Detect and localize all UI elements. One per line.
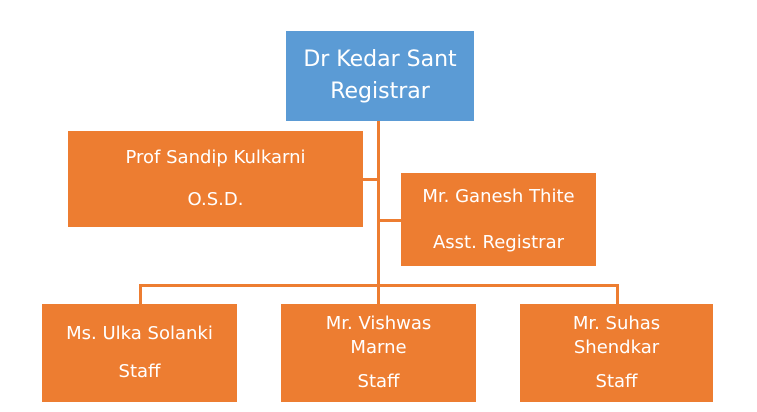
staff-name: Ms. Ulka Solanki [66,323,213,344]
registrar-node: Dr Kedar Sant Registrar [286,31,474,121]
staff-node-3: Mr. Suhas Shendkar Staff [520,304,713,402]
connector-trunk [377,121,380,304]
staff-node-1: Ms. Ulka Solanki Staff [42,304,237,402]
staff-name-line2: Shendkar [573,337,660,358]
staff-name-line1: Mr. Vishwas [325,313,432,334]
osd-title: O.S.D. [187,189,244,210]
connector-asst [379,219,401,222]
connector-staff-1 [139,284,142,304]
staff-node-2: Mr. Vishwas Marne Staff [281,304,476,402]
osd-node: Prof Sandip Kulkarni O.S.D. [68,131,363,227]
staff-name-line1: Mr. Suhas [572,313,661,334]
registrar-name: Dr Kedar Sant [303,47,457,72]
registrar-title: Registrar [330,79,430,104]
staff-title: Staff [118,361,161,382]
staff-title: Staff [595,371,638,392]
connector-osd [363,178,379,181]
asst-registrar-node: Mr. Ganesh Thite Asst. Registrar [401,173,596,266]
osd-name: Prof Sandip Kulkarni [125,147,306,168]
asst-registrar-title: Asst. Registrar [432,231,565,253]
connector-staff-3 [616,284,619,304]
asst-registrar-name: Mr. Ganesh Thite [422,185,575,207]
staff-name-line2: Marne [350,337,407,358]
connector-staff-bar [139,284,619,287]
staff-title: Staff [357,371,400,392]
